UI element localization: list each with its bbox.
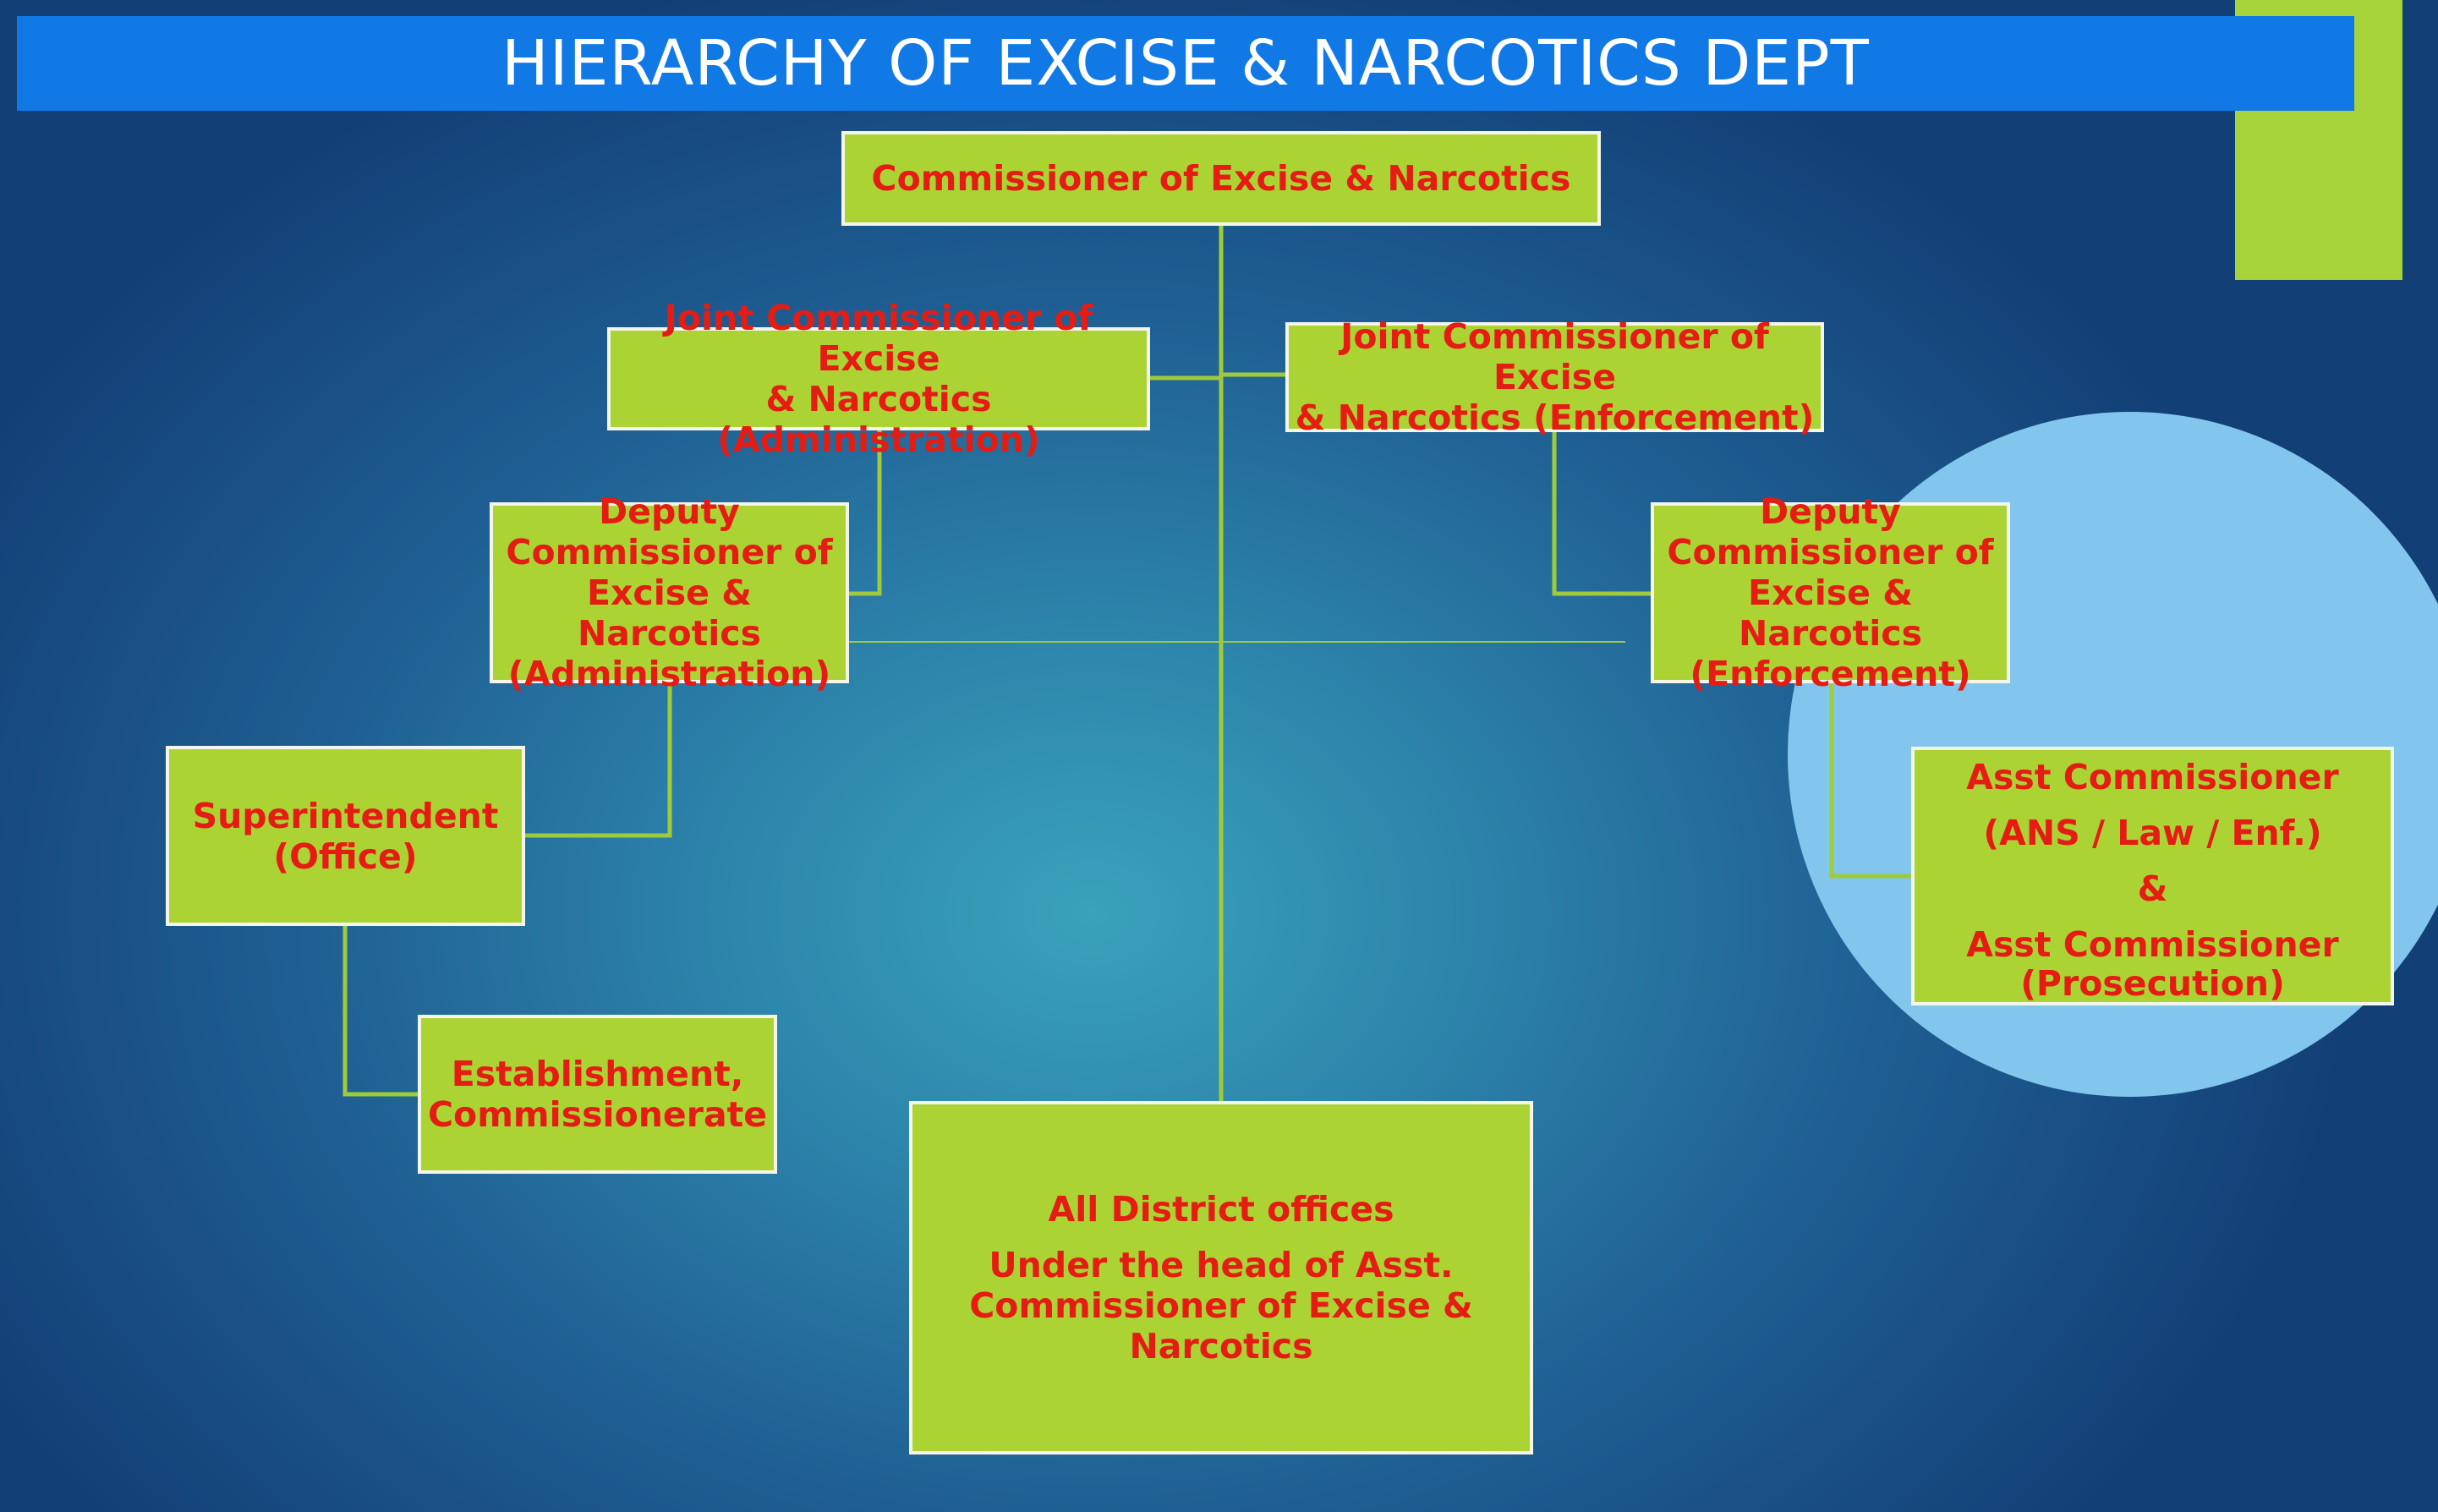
superintendent-line-2: (Office): [273, 835, 418, 877]
joint-commissioner-enforcement-box: Joint Commissioner of Excise & Narcotics…: [1285, 316, 1824, 438]
connector-jc-admin-to-dc-admin: [849, 430, 882, 596]
dc-admin-line-3: Excise & Narcotics: [577, 572, 762, 654]
asst-comm-line-4: Asst Commissioner: [1966, 924, 2339, 965]
deputy-commissioner-admin-box: Deputy Commissioner of Excise & Narcotic…: [490, 491, 849, 694]
commissioner-label: Commissioner of Excise & Narcotics: [871, 158, 1571, 199]
asst-comm-line-1: Asst Commissioner: [1966, 757, 2339, 797]
superintendent-box: Superintendent (Office): [166, 746, 525, 926]
connector-superintendent-to-establishment: [342, 926, 418, 1097]
establishment-box: Establishment, Commissionerate: [418, 1015, 777, 1174]
jc-enf-line-1: Joint Commissioner of Excise: [1340, 316, 1769, 397]
establishment-line-2: Commissionerate: [427, 1094, 768, 1135]
deputy-commissioner-enforcement-box: Deputy Commissioner of Excise & Narcotic…: [1651, 491, 2010, 694]
connector-dc-enf-to-asst-comm: [1829, 683, 1911, 879]
joint-commissioner-admin-box: Joint Commissioner of Excise & Narcotics…: [607, 298, 1150, 460]
dc-enf-line-2: Commissioner of: [1667, 532, 1994, 572]
district-line-2: Under the head of Asst.: [989, 1245, 1454, 1285]
jc-admin-line-1: Joint Commissioner of Excise: [664, 298, 1093, 379]
dc-admin-line-2: Commissioner of: [506, 532, 833, 572]
asst-comm-line-2: (ANS / Law / Enf.): [1983, 813, 2322, 853]
dc-enf-line-1: Deputy: [1760, 491, 1901, 532]
asst-comm-line-3: &: [2137, 868, 2168, 909]
district-offices-box: All District offices Under the head of A…: [909, 1101, 1533, 1454]
asst-comm-line-5: (Prosecution): [2020, 963, 2285, 1004]
dc-admin-line-1: Deputy: [599, 491, 740, 532]
district-line-4: Narcotics: [1129, 1326, 1313, 1367]
jc-admin-line-2: & Narcotics (Administration): [717, 379, 1040, 460]
district-line-3: Commissioner of Excise &: [969, 1285, 1473, 1326]
commissioner-box: Commissioner of Excise & Narcotics: [841, 131, 1601, 226]
connector-dc-admin-to-superintendent: [525, 683, 672, 838]
title-bar: HIERARCHY OF EXCISE & NARCOTICS DEPT: [17, 16, 2354, 111]
slide-title: HIERARCHY OF EXCISE & NARCOTICS DEPT: [501, 27, 1870, 100]
district-line-1: All District offices: [1048, 1189, 1394, 1230]
dc-enf-line-4: (Enforcement): [1690, 654, 1971, 694]
superintendent-line-1: Superintendent: [192, 795, 499, 836]
connector-jc-enf-to-dc-enf: [1552, 432, 1651, 596]
dc-enf-line-3: Excise & Narcotics: [1738, 572, 1923, 654]
jc-enf-line-2: & Narcotics (Enforcement): [1295, 397, 1815, 438]
establishment-line-1: Establishment,: [451, 1054, 744, 1094]
asst-commissioner-box: Asst Commissioner (ANS / Law / Enf.) & A…: [1911, 747, 2394, 1005]
dc-admin-line-4: (Administration): [507, 654, 831, 694]
